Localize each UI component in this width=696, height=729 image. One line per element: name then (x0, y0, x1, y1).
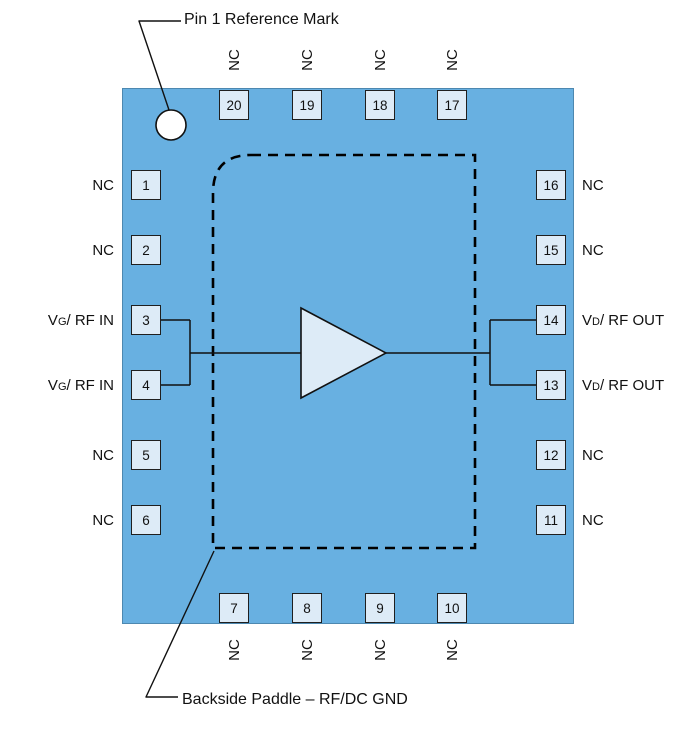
pin-7-net-label: NC (225, 639, 243, 661)
backside-paddle-annotation: Backside Paddle – RF/DC GND (182, 691, 408, 708)
pin-15-pad: 15 (536, 235, 566, 265)
pin-18-pad: 18 (365, 90, 395, 120)
pin-15-net-label: NC (582, 241, 604, 259)
pin-19-pad: 19 (292, 90, 322, 120)
pin-12-net-label: NC (582, 446, 604, 464)
pin-6-net-label: NC (92, 511, 114, 529)
pin-12-pad: 12 (536, 440, 566, 470)
pin-16-pad: 16 (536, 170, 566, 200)
pin-10-net-label: NC (443, 639, 461, 661)
pin-1-net-label: NC (92, 176, 114, 194)
pin-9-net-label: NC (371, 639, 389, 661)
pin-7-pad: 7 (219, 593, 249, 623)
pin-14-pad: 14 (536, 305, 566, 335)
pin-6-pad: 6 (131, 505, 161, 535)
pin-3-pad: 3 (131, 305, 161, 335)
pin-18-net-label: NC (371, 49, 389, 71)
pin-11-net-label: NC (582, 511, 604, 529)
pin-5-pad: 5 (131, 440, 161, 470)
pin-10-pad: 10 (437, 593, 467, 623)
pin-8-net-label: NC (298, 639, 316, 661)
pin-20-pad: 20 (219, 90, 249, 120)
pin-11-pad: 11 (536, 505, 566, 535)
pin-20-net-label: NC (225, 49, 243, 71)
pin-16-net-label: NC (582, 176, 604, 194)
pin-2-net-label: NC (92, 241, 114, 259)
pin-2-pad: 2 (131, 235, 161, 265)
pin-13-pad: 13 (536, 370, 566, 400)
pin-4-pad: 4 (131, 370, 161, 400)
pin-1-pad: 1 (131, 170, 161, 200)
pin-8-pad: 8 (292, 593, 322, 623)
pin-9-pad: 9 (365, 593, 395, 623)
pin-5-net-label: NC (92, 446, 114, 464)
pin-17-pad: 17 (437, 90, 467, 120)
pin1-reference-annotation: Pin 1 Reference Mark (184, 11, 339, 28)
pin-17-net-label: NC (443, 49, 461, 71)
pin-19-net-label: NC (298, 49, 316, 71)
ic-package-body (122, 88, 574, 624)
